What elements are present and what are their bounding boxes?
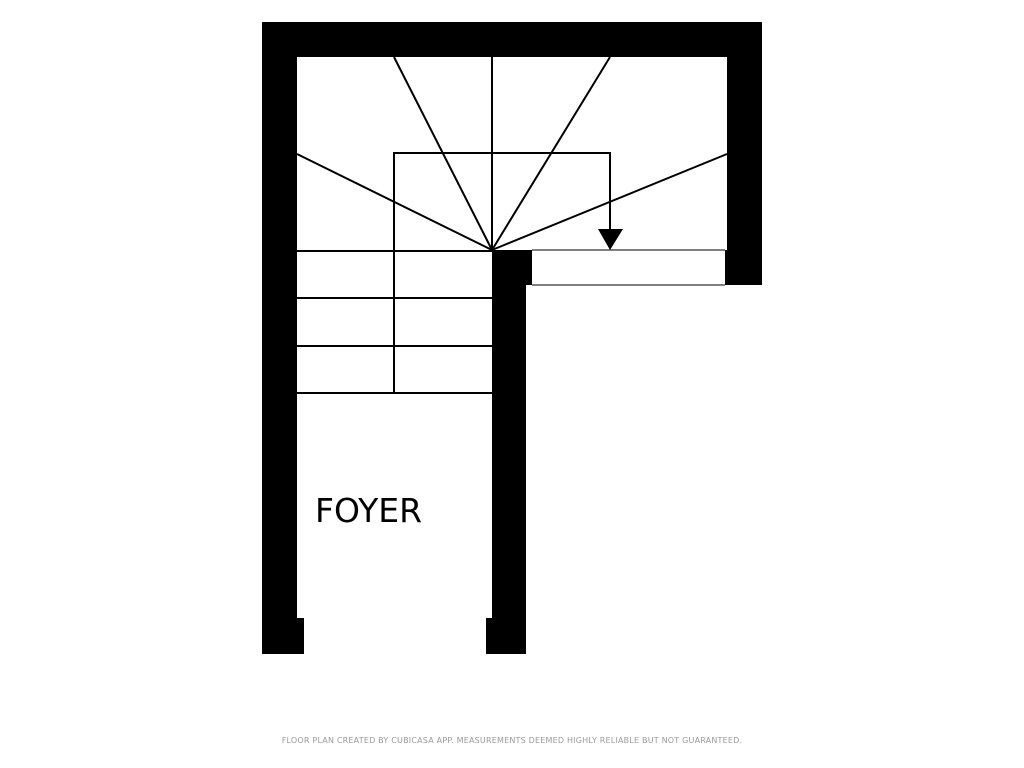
central-wall-door-jamb <box>486 618 526 654</box>
left-wall-door-jamb <box>262 618 304 654</box>
walls <box>262 22 762 654</box>
stair-direction <box>393 152 623 393</box>
walking-line <box>393 152 611 393</box>
footer-disclaimer: FLOOR PLAN CREATED BY CUBICASA APP. MEAS… <box>281 736 743 745</box>
room-label-foyer: FOYER <box>315 491 422 530</box>
right-upper-wall-end <box>725 250 762 285</box>
central-wall <box>492 250 526 618</box>
top-wall <box>262 22 762 57</box>
opening <box>532 249 725 286</box>
left-wall <box>262 22 297 618</box>
right-upper-wall <box>727 22 762 252</box>
down-arrow-icon <box>598 229 623 250</box>
